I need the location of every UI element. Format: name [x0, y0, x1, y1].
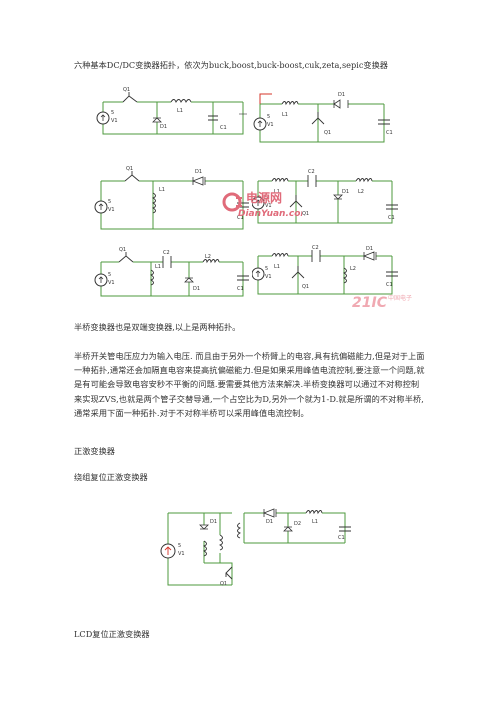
cuk-d1-label: D1 — [342, 189, 349, 195]
forward-d1-label: D1 — [266, 519, 273, 525]
forward-q1-label: Q1 — [220, 581, 227, 587]
zeta-l2-label: L2 — [205, 254, 211, 260]
buckboost-l1-label: L1 — [159, 187, 165, 193]
buckboost-v1-value: 5 — [108, 199, 111, 205]
zeta-circuit: 5 V1 Q1 L1 C2 D1 L2 C1 — [93, 244, 250, 306]
forward-circuit: 5 V1 D1 Q1 D1 D2 L1 C1 — [160, 505, 355, 593]
buck-l1-label: L1 — [177, 108, 183, 114]
buckboost-q1-label: Q1 — [126, 166, 133, 172]
buck-d1-label: D1 — [160, 124, 167, 130]
buckboost-c1-label: C1 — [237, 215, 244, 221]
zeta-q1-label: Q1 — [119, 247, 126, 253]
sepic-l1-label: L1 — [274, 264, 280, 270]
buck-v1-label: V1 — [111, 118, 118, 124]
21ic-num: 21IC — [352, 295, 388, 311]
plug-icon — [222, 192, 242, 212]
cuk-circuit: 5 V1 L1 Q1 C2 D1 L2 C1 — [252, 163, 398, 239]
sepic-v1-label: V1 — [265, 274, 272, 280]
sepic-l2-label: L2 — [350, 266, 356, 272]
cuk-q1-label: Q1 — [302, 211, 309, 217]
sepic-circuit: 5 V1 L1 Q1 C2 L2 D1 C1 — [252, 244, 398, 306]
zeta-c1-label: C1 — [237, 286, 244, 292]
buck-v1-value: 5 — [111, 110, 114, 116]
buckboost-v1-label: V1 — [108, 207, 115, 213]
sepic-q1-label: Q1 — [302, 284, 309, 290]
forward-c1-label: C1 — [338, 535, 345, 541]
forward-d1-reset-label: D1 — [210, 519, 217, 525]
sepic-v1-value: 5 — [265, 266, 268, 272]
zeta-l1-label: L1 — [155, 264, 161, 270]
zeta-c2-label: C2 — [163, 250, 170, 256]
cuk-c2-label: C2 — [308, 169, 315, 175]
cuk-v1-value: 5 — [265, 195, 268, 201]
buck-boost-circuit: 5 V1 Q1 L1 D1 C1 — [93, 163, 250, 239]
cuk-l2-label: L2 — [358, 189, 364, 195]
intro-text: 六种基本DC/DC变换器拓扑，依次为buck,boost,buck-boost,… — [74, 60, 388, 70]
zeta-v1-value: 5 — [108, 272, 111, 278]
sepic-c2-label: C2 — [312, 245, 319, 251]
buckboost-d1-label: D1 — [195, 169, 202, 175]
boost-l1-label: L1 — [282, 112, 288, 118]
forward-heading: 正激变换器 — [74, 446, 115, 456]
boost-c1-label: C1 — [386, 130, 393, 136]
boost-v1-label: V1 — [267, 122, 274, 128]
boost-circuit: 5 V1 L1 Q1 D1 C1 — [252, 84, 398, 150]
buck-q1-label: Q1 — [123, 87, 130, 93]
dianyuan-en: DianYuan.com — [238, 209, 302, 219]
forward-l1-label: L1 — [312, 519, 318, 525]
boost-q1-label: Q1 — [324, 130, 331, 136]
forward-d2-label: D2 — [294, 521, 301, 527]
zeta-v1-label: V1 — [108, 280, 115, 286]
sepic-d1-label: D1 — [366, 246, 373, 252]
half-bridge-heading: 半桥变换器也是双端变换器,以上是两种拓扑。 — [74, 322, 241, 332]
dianyuan-cn: 电源网 — [246, 190, 282, 205]
zeta-d1-label: D1 — [193, 286, 200, 292]
forward-v1-label: V1 — [178, 551, 185, 557]
forward-v1-value: 5 — [178, 543, 181, 549]
boost-d1-label: D1 — [338, 92, 345, 98]
21ic-cn: 中国电子网 — [388, 294, 412, 302]
cuk-l1-label: L1 — [274, 189, 280, 195]
buck-c1-label: C1 — [220, 125, 227, 131]
cuk-c1-label: C1 — [388, 215, 395, 221]
buck-circuit: 5 V1 Q1 D1 L1 C1 — [93, 84, 250, 150]
winding-reset-heading: 绕组复位正激变换器 — [74, 472, 148, 482]
sepic-c1-label: C1 — [386, 282, 393, 288]
half-bridge-body: 半桥开关管电压应力为输入电压. 而且由于另外一个桥臂上的电容,具有抗偏磁能力,但… — [74, 351, 425, 418]
dianyuan-watermark: 电源网 DianYuan.com — [222, 186, 302, 220]
boost-v1-value: 5 — [267, 114, 270, 120]
cuk-v1-label: V1 — [265, 203, 272, 209]
lcd-reset-heading: LCD复位正激变换器 — [74, 629, 150, 639]
21ic-watermark: 21IC 中国电子网 — [352, 290, 412, 314]
